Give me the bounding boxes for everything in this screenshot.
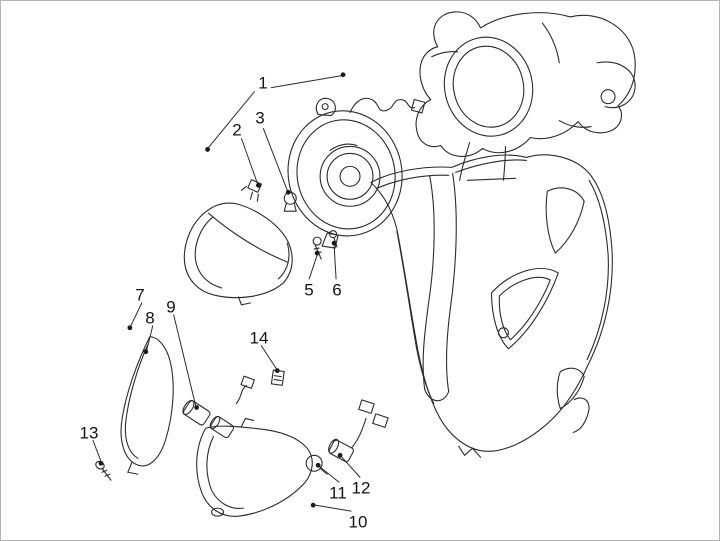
connector-a — [358, 399, 375, 414]
part-label-7: 7 — [135, 285, 145, 305]
headlamp-housing — [287, 97, 426, 249]
leader-lines — [92, 75, 361, 512]
turn-signal-lens-bottom — [196, 417, 313, 517]
headlamp-bulb — [283, 191, 297, 212]
part-label-10: 10 — [348, 512, 368, 532]
bulb-holder-12 — [328, 438, 354, 463]
part-label-6: 6 — [332, 280, 342, 300]
wire-9 — [235, 385, 247, 405]
part-label-13: 13 — [79, 423, 99, 443]
part-label-9: 9 — [166, 297, 176, 317]
part-label-14: 14 — [249, 328, 269, 348]
part-label-3: 3 — [255, 108, 265, 128]
part-label-2: 2 — [232, 120, 242, 140]
headlamp-lens — [183, 202, 293, 306]
front-fairing — [370, 154, 613, 458]
part-label-11: 11 — [329, 483, 347, 503]
part-label-1: 1 — [258, 73, 268, 93]
bulb-holder-9a — [182, 399, 211, 426]
part-label-8: 8 — [145, 308, 155, 328]
leader-dots — [98, 72, 346, 508]
bulb-holder-9b — [209, 415, 235, 439]
part-label-12: 12 — [351, 478, 371, 498]
turn-signal-lens-left — [120, 336, 174, 475]
wire-12 — [351, 417, 367, 448]
part-label-5: 5 — [304, 280, 314, 300]
connector-9 — [240, 375, 255, 389]
bulb-socket — [240, 179, 263, 202]
connector-b — [372, 413, 389, 428]
bulb-11 — [305, 454, 328, 475]
handlebar-assembly — [415, 11, 636, 181]
